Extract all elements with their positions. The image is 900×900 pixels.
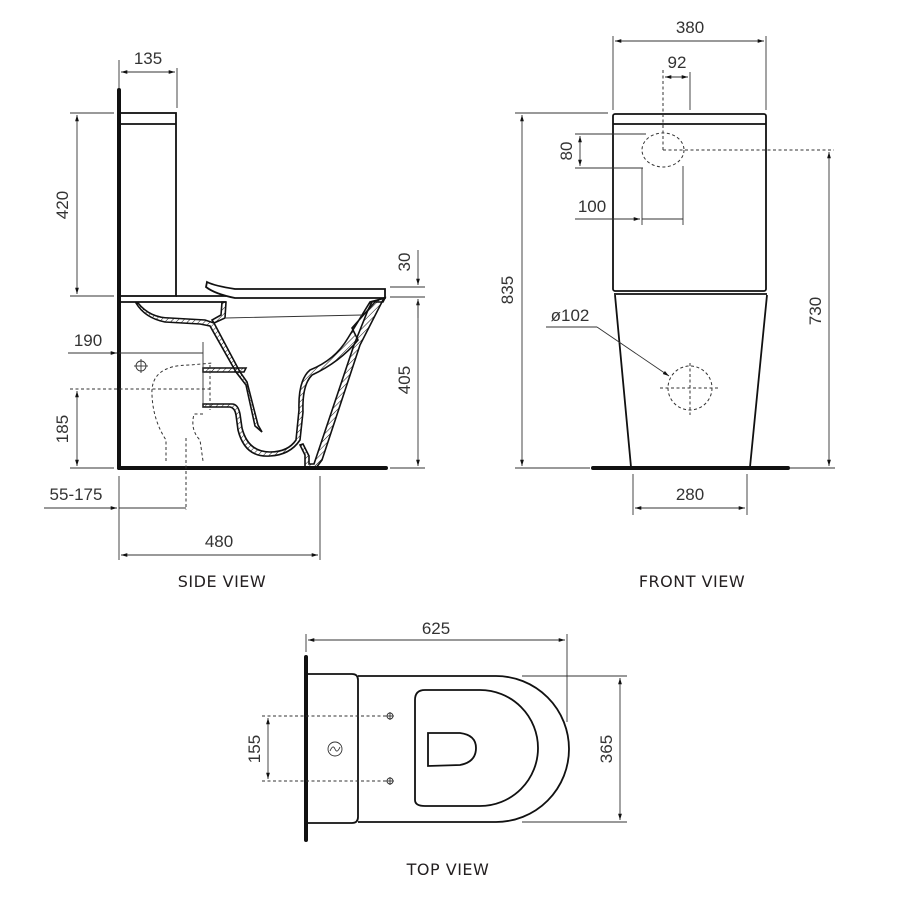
hidden-outlet (70, 362, 213, 510)
front-view-title: FRONT VIEW (639, 572, 745, 591)
dim-seat-thickness: 30 (395, 253, 414, 272)
dim-cistern-depth: 135 (134, 49, 162, 68)
cistern-side (119, 112, 226, 303)
dim-base-width: 280 (676, 485, 704, 504)
dim-top-overall-length: 625 (422, 619, 450, 638)
pan-outline (358, 675, 570, 823)
dim-outlet-height: 185 (53, 415, 72, 443)
fixing-point-icon (386, 777, 394, 785)
top-view-title: TOP VIEW (406, 860, 490, 879)
dim-inlet-offset: 92 (668, 53, 687, 72)
water-trap (427, 732, 477, 767)
dim-front-overall-height: 835 (498, 276, 517, 304)
inlet-symbol-icon (134, 359, 148, 373)
top-view: 625 155 365 TOP VIEW (245, 619, 627, 879)
dim-outlet-diameter: ø102 (551, 306, 590, 325)
dim-front-overall-width: 380 (676, 18, 704, 37)
seat-side (205, 280, 386, 299)
dim-top-overall-width: 365 (597, 735, 616, 763)
seat-opening (414, 689, 539, 807)
fixing-point-icon (386, 712, 394, 720)
dim-pan-height: 405 (395, 366, 414, 394)
side-view-title: SIDE VIEW (178, 572, 266, 591)
dim-inlet-centre-height: 730 (806, 297, 825, 325)
flush-button-icon (327, 741, 343, 757)
dim-inlet-width: 100 (578, 197, 606, 216)
dim-inlet-height: 80 (557, 142, 576, 161)
front-view: 380 92 80 100 835 730 ø102 280 FRONT (498, 18, 835, 591)
bowl-section (134, 296, 387, 469)
dim-cistern-height: 420 (53, 191, 72, 219)
dim-waste-setout: 55-175 (50, 485, 103, 504)
dim-fixing-spacing: 155 (245, 735, 264, 763)
dim-overall-projection: 480 (205, 532, 233, 551)
dim-inlet-from-wall: 190 (74, 331, 102, 350)
side-view: 135 420 30 405 190 185 55-175 480 SIDE V… (44, 49, 425, 591)
